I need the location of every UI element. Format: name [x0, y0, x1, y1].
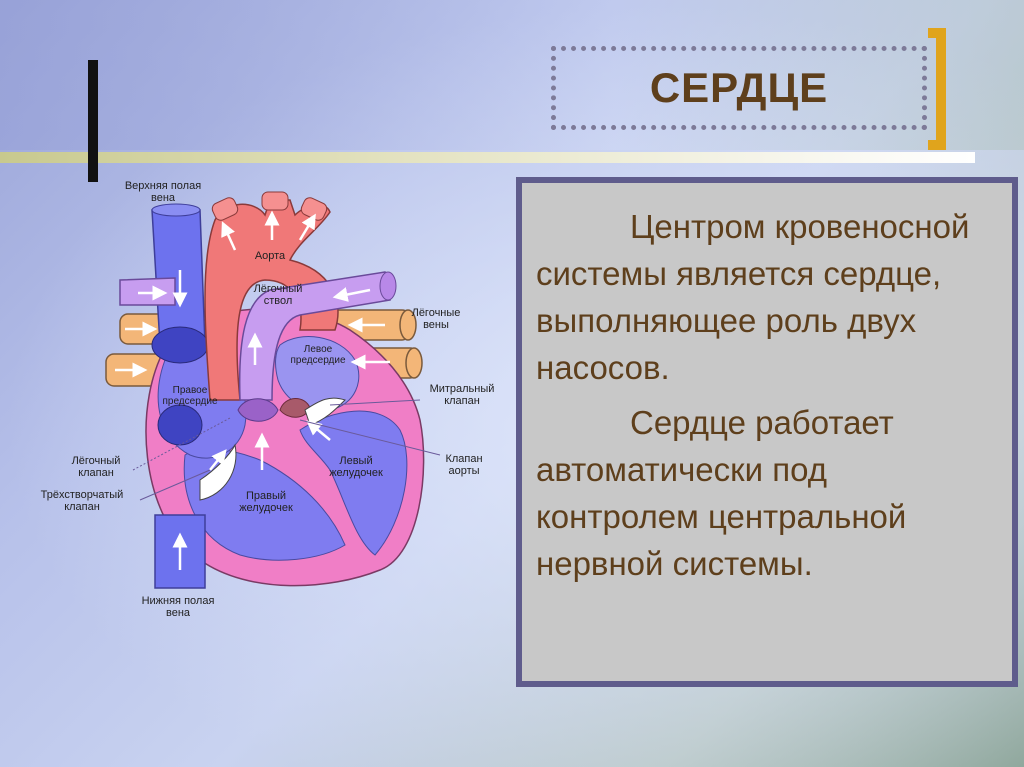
- title-box: СЕРДЦЕ: [551, 46, 927, 130]
- label-pulmonary-veins-2: вены: [423, 319, 449, 331]
- aorta: [204, 199, 339, 401]
- label-right-ventricle-2: желудочек: [239, 502, 293, 514]
- label-left-atrium-1: Левое: [304, 344, 333, 355]
- aorta-branch-2: [211, 197, 239, 221]
- pulmonary-valve: [237, 398, 279, 422]
- text-panel: Центром кровеносной системы является сер…: [516, 177, 1018, 687]
- pulmonary-artery-left: [119, 277, 176, 306]
- label-aortic-valve-2: аорты: [448, 465, 479, 477]
- label-pulmonary-valve-2: клапан: [78, 467, 114, 479]
- label-mitral-valve-1: Митральный: [430, 383, 495, 395]
- label-pulmonary-trunk-2: ствол: [264, 295, 293, 307]
- label-pulmonary-trunk-1: Лёгочный: [254, 283, 303, 295]
- slide-title: СЕРДЦЕ: [649, 64, 829, 111]
- label-aortic-valve-1: Клапан: [445, 453, 482, 465]
- label-left-atrium-2: предсердие: [290, 355, 345, 366]
- flow-arrows: [115, 210, 390, 570]
- diagram-labels: Верхняя полая вена Аорта Лёгочный ствол …: [41, 180, 495, 619]
- svc-inflow: [151, 326, 209, 364]
- paragraph-1: Центром кровеносной системы является сер…: [536, 208, 970, 386]
- label-right-atrium-1: Правое: [173, 385, 208, 396]
- right-bracket-decoration: [928, 28, 946, 150]
- superior-vena-cava: [151, 209, 206, 346]
- label-tricuspid-valve-1: Трёхстворчатый: [41, 489, 124, 501]
- svc-opening: [151, 203, 201, 217]
- left-bracket-decoration: [88, 60, 98, 182]
- pulmonary-artery-right-opening: [379, 271, 397, 301]
- paragraph-2: Сердце работает автоматически под контро…: [536, 404, 907, 582]
- header-divider-line: [0, 152, 975, 163]
- label-pulmonary-valve-1: Лёгочный: [72, 455, 121, 467]
- label-pulmonary-veins-1: Лёгочные: [412, 307, 461, 319]
- leader-lines: [132, 399, 441, 501]
- tricuspid-valve: [199, 443, 237, 501]
- label-tricuspid-valve-2: клапан: [64, 501, 100, 513]
- label-svc-2: вена: [151, 192, 176, 204]
- label-ivc-2: вена: [166, 607, 191, 619]
- label-aorta: Аорта: [255, 250, 286, 262]
- left-ventricle-chamber: [299, 410, 408, 556]
- aorta-branch-1: [261, 191, 289, 211]
- ivc-inflow: [157, 404, 203, 446]
- label-left-ventricle-2: желудочек: [329, 467, 383, 479]
- label-left-ventricle-1: Левый: [339, 455, 372, 467]
- label-svc-1: Верхняя полая: [125, 180, 201, 192]
- label-right-ventricle-1: Правый: [246, 490, 286, 502]
- label-ivc-1: Нижняя полая: [142, 595, 215, 607]
- label-right-atrium-2: предсердие: [162, 396, 217, 407]
- label-mitral-valve-2: клапан: [444, 395, 480, 407]
